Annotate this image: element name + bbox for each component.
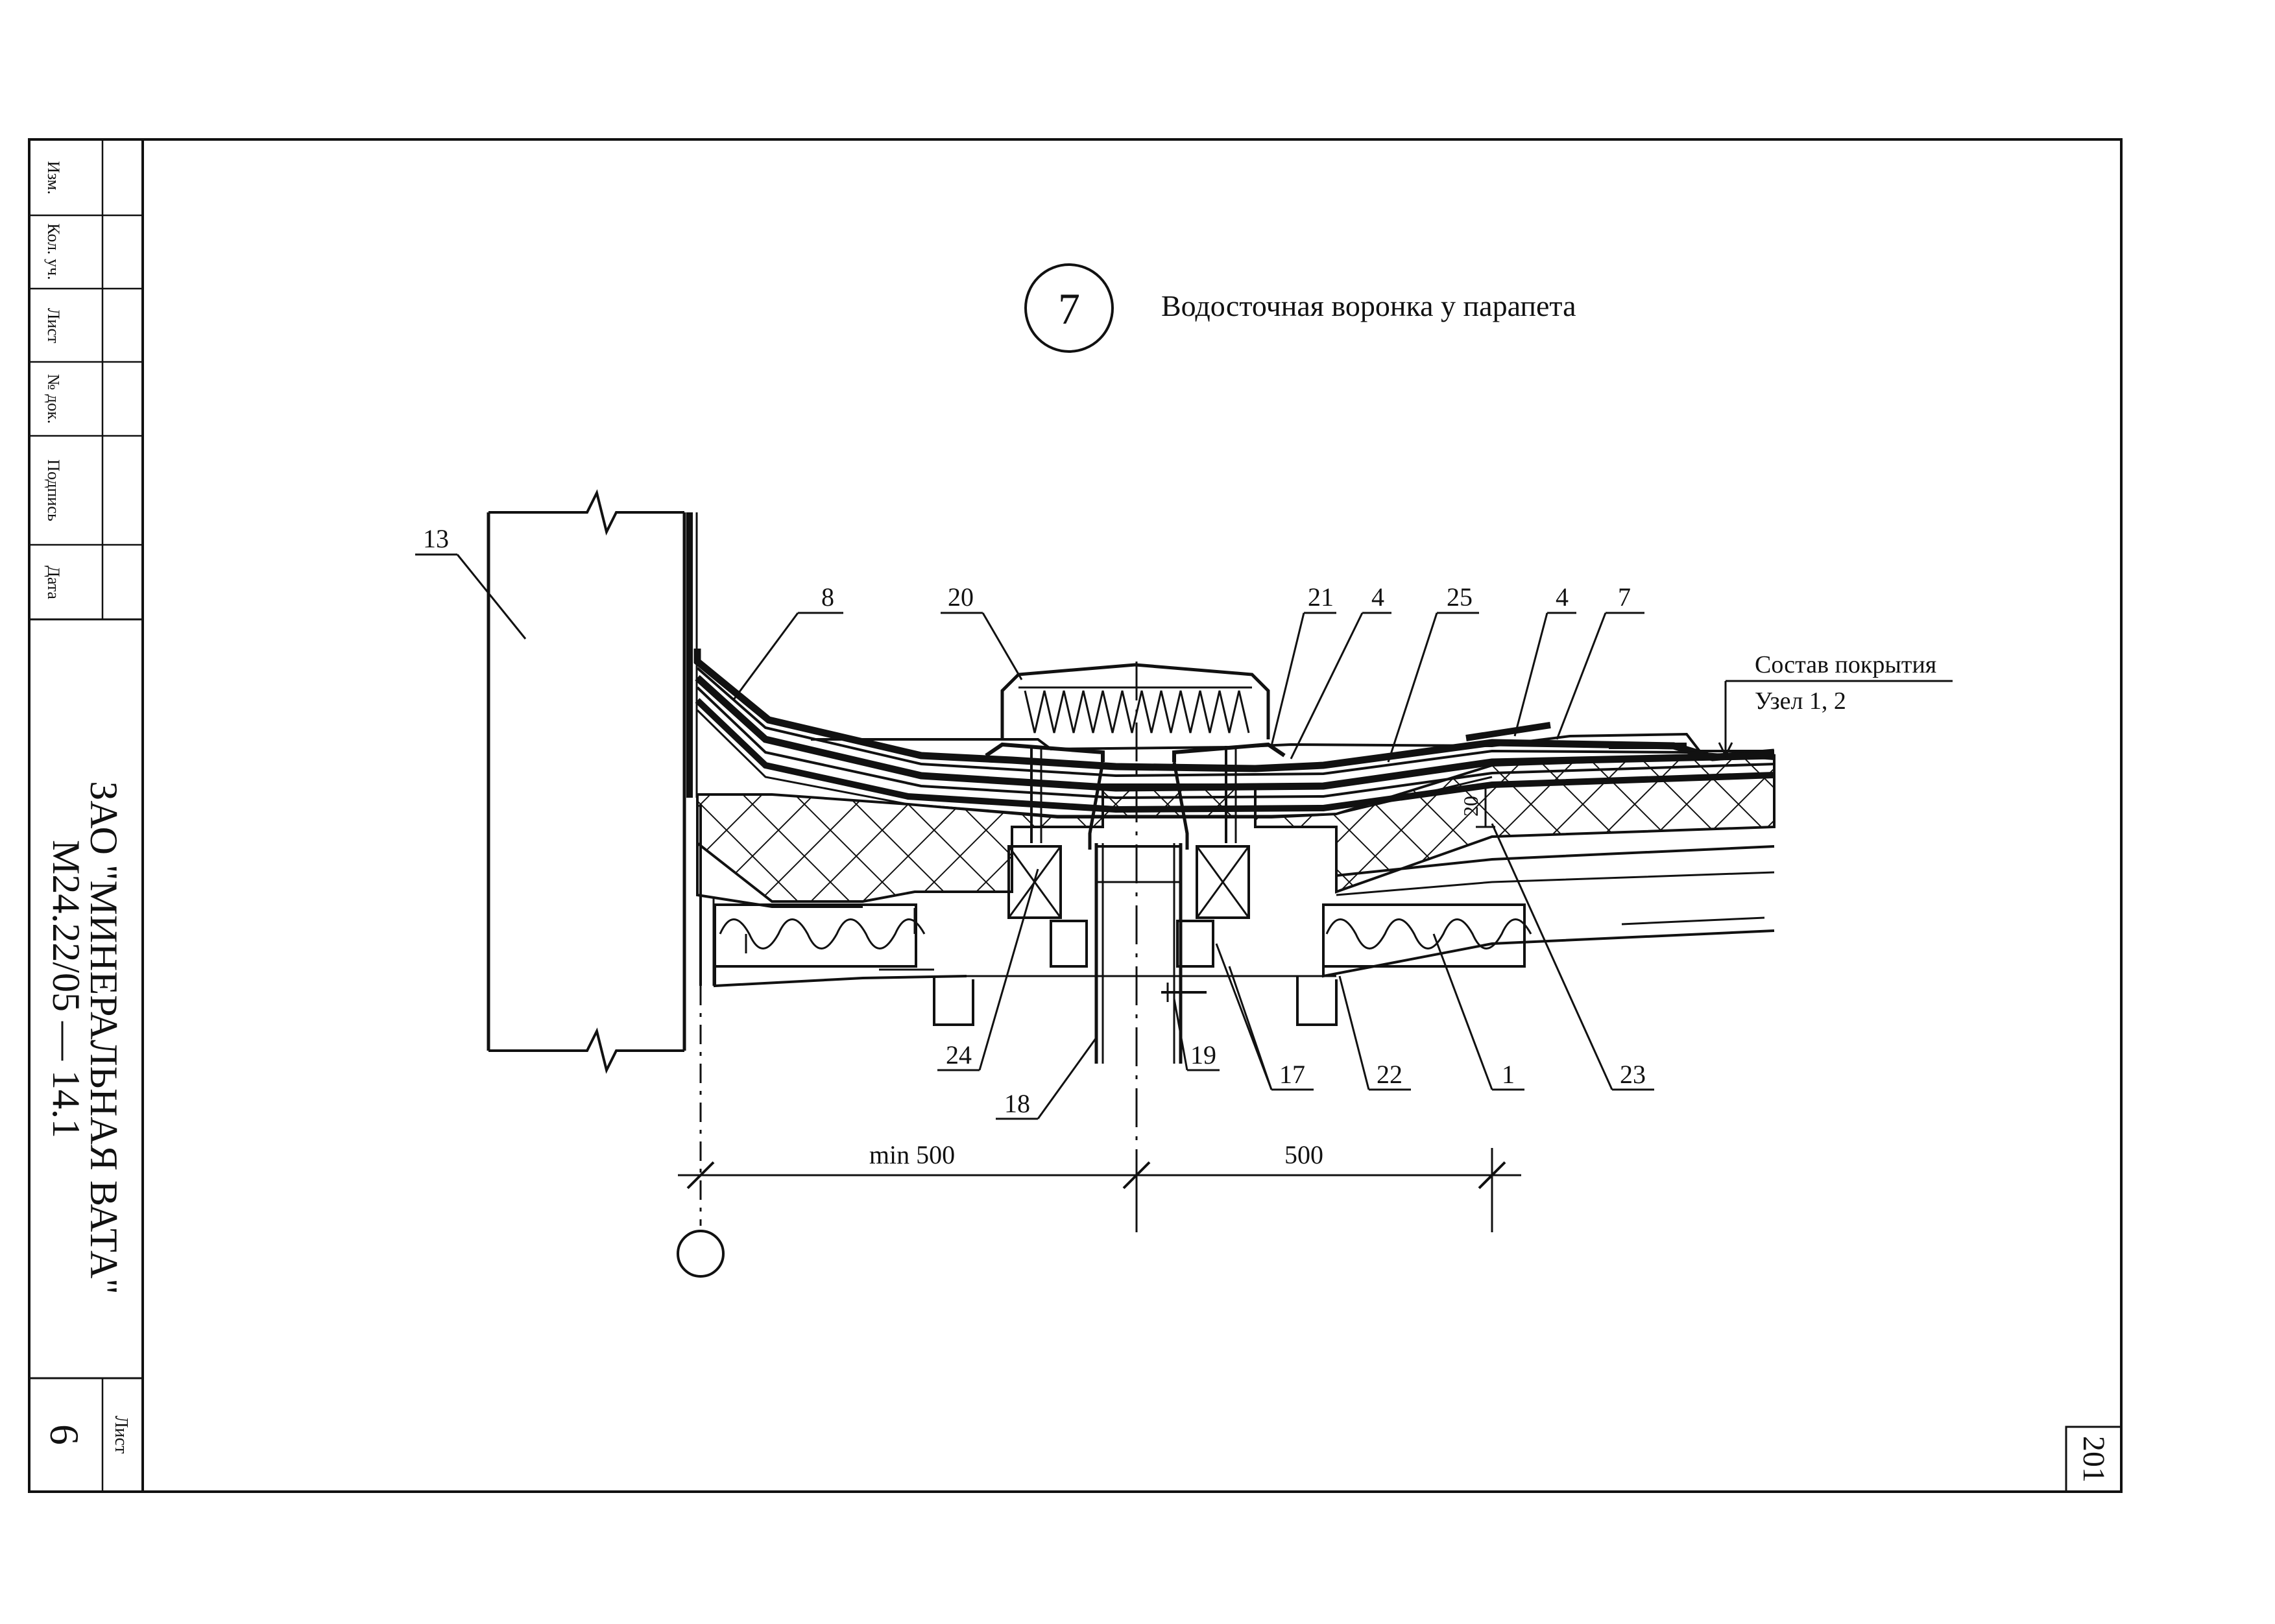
sheet-label: Лист [111,1416,131,1454]
node-marker [1024,263,1114,353]
page-number: 201 [2076,1436,2111,1483]
composition-ref: Узел 1, 2 [1755,687,1846,715]
slab-edges [714,916,1775,988]
company-name: ЗАО "МИНЕРАЛЬНАЯ ВАТА" [82,781,125,1295]
callout-17: 17 [1279,1060,1305,1089]
callout-4-left: 4 [1371,582,1384,612]
sheet-frame [28,138,2123,1493]
rev-header-date: Дата [44,566,63,599]
dimension-line [678,1148,1521,1232]
node-title: Водосточная воронка у парапета [1161,289,1576,322]
dimension-20-label: 20 [1459,796,1482,817]
node-header: 7 Водосточная воронка у парапета [1024,263,1576,353]
callout-19: 19 [1190,1040,1216,1069]
wool-slab-left [714,903,926,968]
support-boxes [1007,845,1250,968]
rev-header-kol: Кол. уч. [44,223,63,280]
grid-axis [677,986,725,1278]
composition-label: Состав покрытия [1755,651,1936,678]
rev-header-list: Лист [44,308,63,343]
dimension-right: 500 [1284,1140,1323,1169]
grid-axis-marker [677,1230,725,1278]
rev-header-sign: Подпись [44,459,63,521]
dimension-left: min 500 [869,1140,955,1169]
callout-1: 1 [1502,1060,1515,1089]
parapet-wall [487,489,698,1074]
sleeves [879,968,1338,1026]
callout-7: 7 [1618,582,1631,612]
rev-header-izm: Изм. [44,161,63,195]
insulation-layer [696,754,1775,903]
title-block: Изм. Кол. уч. Лист № док. Подпись Дата З… [42,161,2111,1483]
dimension-20 [1476,783,1495,828]
callout-8: 8 [821,582,834,612]
callout-4-right: 4 [1556,582,1569,612]
rev-header-doc: № док. [44,374,63,424]
callout-18: 18 [1004,1089,1030,1118]
sheet-number: 6 [42,1424,88,1445]
wool-slab-right [1322,903,1532,968]
composition-callout [1718,680,1953,758]
document-code: М24.22/05 — 14.1 [45,840,88,1138]
drain-funnel [985,663,1286,1064]
callout-25: 25 [1447,582,1473,612]
callout-23: 23 [1620,1060,1646,1089]
leader-lines [415,553,1654,1120]
callout-21: 21 [1308,582,1334,612]
callout-22: 22 [1377,1060,1402,1089]
callout-13: 13 [423,524,449,553]
callout-24: 24 [946,1040,972,1069]
node-number: 7 [1058,284,1080,333]
callouts: 13 8 20 21 4 25 4 7 24 18 19 17 22 1 23 [423,524,1646,1118]
callout-20: 20 [948,582,974,612]
